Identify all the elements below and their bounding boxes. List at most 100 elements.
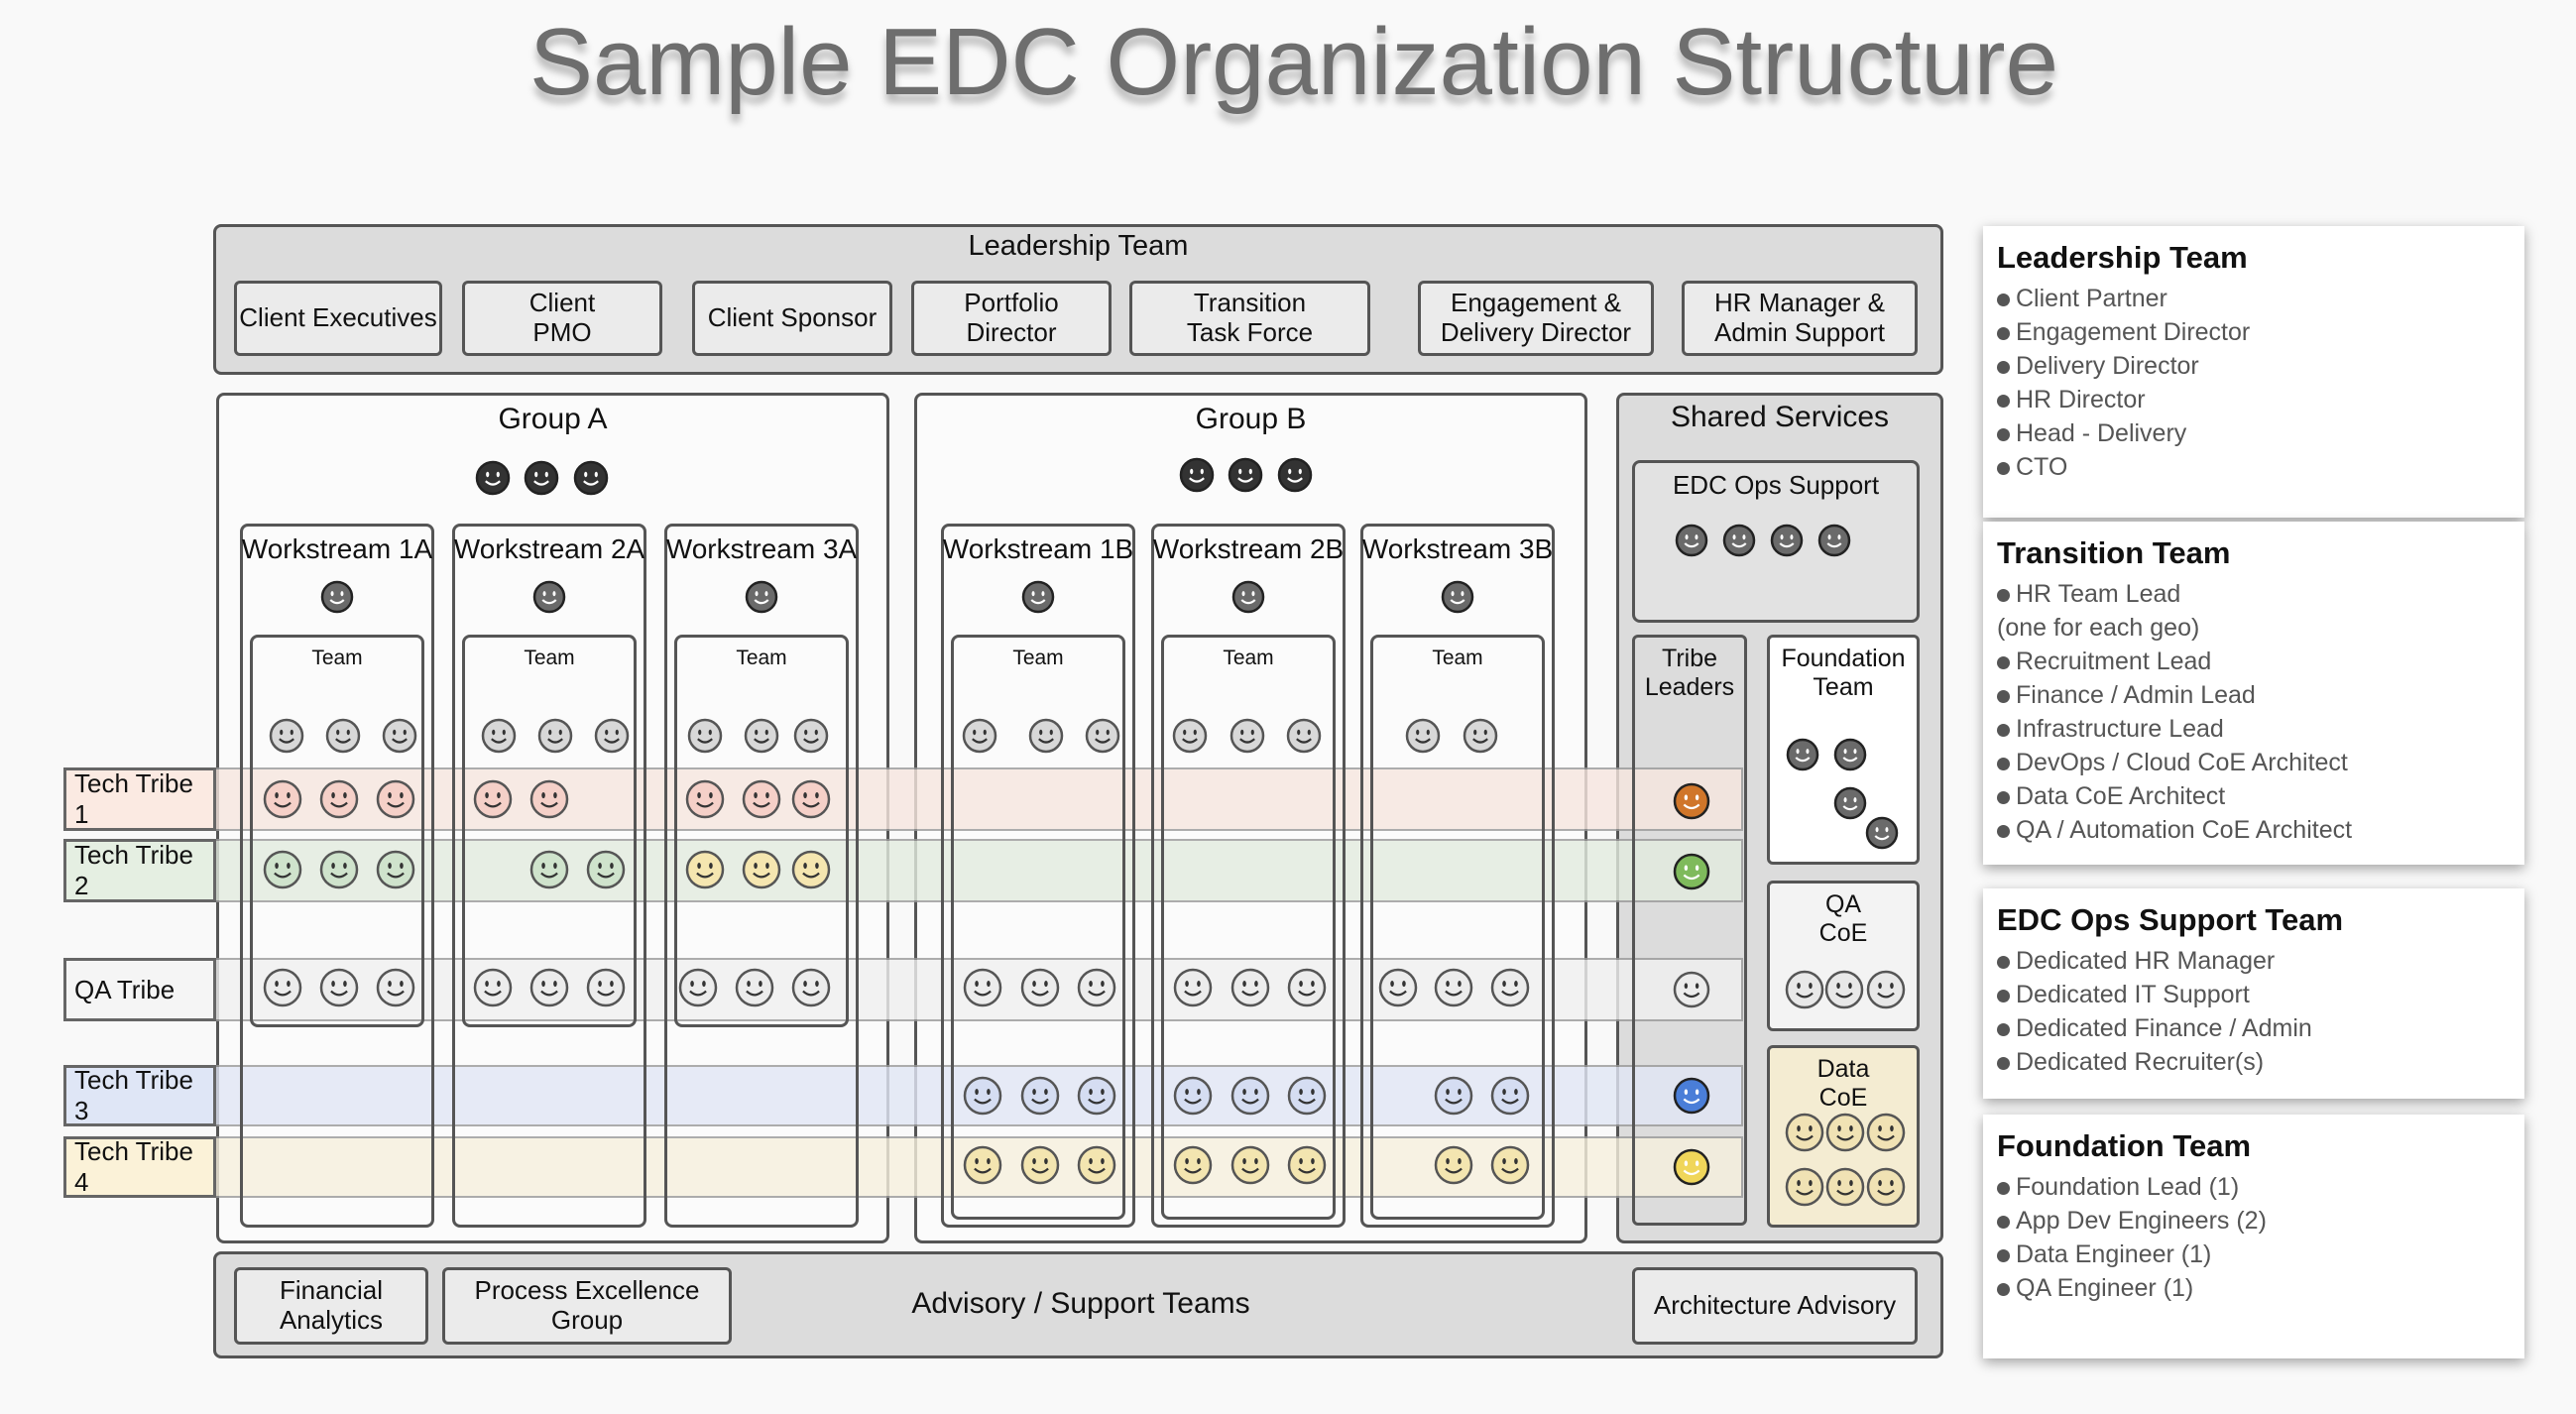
person-icon: [678, 968, 718, 1007]
person-icon: [735, 968, 774, 1007]
tribe-label-1: Tech Tribe 1: [63, 767, 216, 831]
person-icon: [1173, 968, 1213, 1007]
group-a-label: Group A: [498, 403, 608, 435]
team-box-3b: [1370, 635, 1545, 1220]
person-icon: [1228, 457, 1263, 493]
person-icon: [529, 968, 569, 1007]
person-icon: [1287, 968, 1327, 1007]
person-icon: [1785, 1113, 1824, 1152]
tribe-label-3: Tech Tribe 3: [63, 1065, 216, 1126]
shared-services-label: Shared Services: [1670, 401, 1890, 433]
team-box-1a: [250, 635, 424, 1027]
workstream-2b-label: Workstream 2B: [1152, 533, 1345, 564]
legend-transition-team: Transition Team HR Team Lead (one for ea…: [1983, 522, 2524, 865]
legend-item: Delivery Director: [1997, 349, 2511, 383]
role-client-sponsor: Client Sponsor: [692, 281, 892, 356]
person-icon: [1405, 718, 1441, 754]
workstream-3a: [664, 524, 859, 1228]
legend-item: CTO: [1997, 450, 2511, 484]
person-icon: [962, 718, 997, 754]
person-icon: [263, 968, 302, 1007]
person-icon: [1173, 1076, 1213, 1116]
role-portfolio-director: Portfolio Director: [911, 281, 1112, 356]
legend-item: Dedicated HR Manager: [1997, 944, 2511, 978]
legend-item: Infrastructure Lead: [1997, 712, 2511, 746]
legend-item: Client Partner: [1997, 282, 2511, 315]
team-box-2a: [462, 635, 637, 1027]
person-icon: [1490, 968, 1530, 1007]
team-label-3a: Team: [736, 647, 787, 669]
role-client-pmo: Client PMO: [462, 281, 662, 356]
person-icon: [963, 1145, 1002, 1185]
team-label-2a: Team: [524, 647, 575, 669]
legend-item: Data CoE Architect: [1997, 779, 2511, 813]
legend-item: Head - Delivery: [1997, 416, 2511, 450]
person-icon: [1378, 968, 1418, 1007]
tribe-leaders-label: Tribe Leaders: [1644, 645, 1735, 701]
workstream-1a-label: Workstream 1A: [241, 533, 433, 564]
person-icon: [1231, 580, 1265, 614]
person-icon: [1277, 457, 1313, 493]
person-icon: [791, 850, 831, 889]
person-icon: [1824, 970, 1864, 1009]
legend-item: HR Team Lead (one for each geo): [1997, 580, 2200, 642]
legend-item: HR Director: [1997, 383, 2511, 416]
person-icon: [376, 968, 415, 1007]
person-icon: [1673, 971, 1710, 1008]
person-icon: [1833, 738, 1867, 771]
person-icon: [263, 779, 302, 819]
legend-title: Leadership Team: [1997, 240, 2248, 275]
person-icon: [1825, 1113, 1865, 1152]
team-box-1b: [951, 635, 1125, 1220]
person-icon: [1722, 524, 1756, 557]
person-icon: [963, 968, 1002, 1007]
advisory-financial-analytics: Financial Analytics: [234, 1267, 428, 1345]
person-icon: [963, 1076, 1002, 1116]
person-icon: [1675, 524, 1708, 557]
person-icon: [1673, 782, 1710, 820]
person-icon: [325, 718, 361, 754]
person-icon: [524, 460, 559, 496]
legend-item: Dedicated Finance / Admin: [1997, 1011, 2511, 1045]
team-label-3b: Team: [1432, 647, 1483, 669]
person-icon: [1866, 970, 1906, 1009]
team-label-2b: Team: [1223, 647, 1274, 669]
legend-item: Recruitment Lead: [1997, 645, 2511, 678]
person-icon: [1230, 968, 1270, 1007]
person-icon: [320, 580, 354, 614]
workstream-2b: [1151, 524, 1346, 1228]
person-icon: [1287, 1076, 1327, 1116]
person-icon: [1230, 1145, 1270, 1185]
person-icon: [791, 779, 831, 819]
foundation-team-label: Foundation Team: [1781, 645, 1906, 701]
role-transition-task-force: Transition Task Force: [1129, 281, 1370, 356]
person-icon: [1817, 524, 1851, 557]
person-icon: [1085, 718, 1120, 754]
person-icon: [687, 718, 723, 754]
person-icon: [529, 850, 569, 889]
person-icon: [319, 779, 359, 819]
advisory-label: Advisory / Support Teams: [911, 1287, 1250, 1320]
tribe-label-4: Tech Tribe 4: [63, 1136, 216, 1198]
person-icon: [1077, 1076, 1116, 1116]
person-icon: [1229, 718, 1265, 754]
legend-item: DevOps / Cloud CoE Architect: [1997, 746, 2511, 779]
person-icon: [475, 460, 511, 496]
person-icon: [1287, 1145, 1327, 1185]
person-icon: [791, 968, 831, 1007]
person-icon: [1825, 1167, 1865, 1207]
person-icon: [742, 779, 781, 819]
person-icon: [745, 580, 778, 614]
workstream-1b-label: Workstream 1B: [942, 533, 1134, 564]
person-icon: [1673, 1077, 1710, 1115]
person-icon: [481, 718, 517, 754]
person-icon: [532, 580, 566, 614]
workstream-3b-label: Workstream 3B: [1361, 533, 1554, 564]
person-icon: [1441, 580, 1474, 614]
data-coe-label: Data CoE: [1816, 1055, 1870, 1112]
person-icon: [742, 850, 781, 889]
workstream-2a-label: Workstream 2A: [453, 533, 645, 564]
person-icon: [1865, 816, 1899, 850]
workstream-3a-label: Workstream 3A: [665, 533, 858, 564]
advisory-architecture: Architecture Advisory: [1632, 1267, 1918, 1345]
